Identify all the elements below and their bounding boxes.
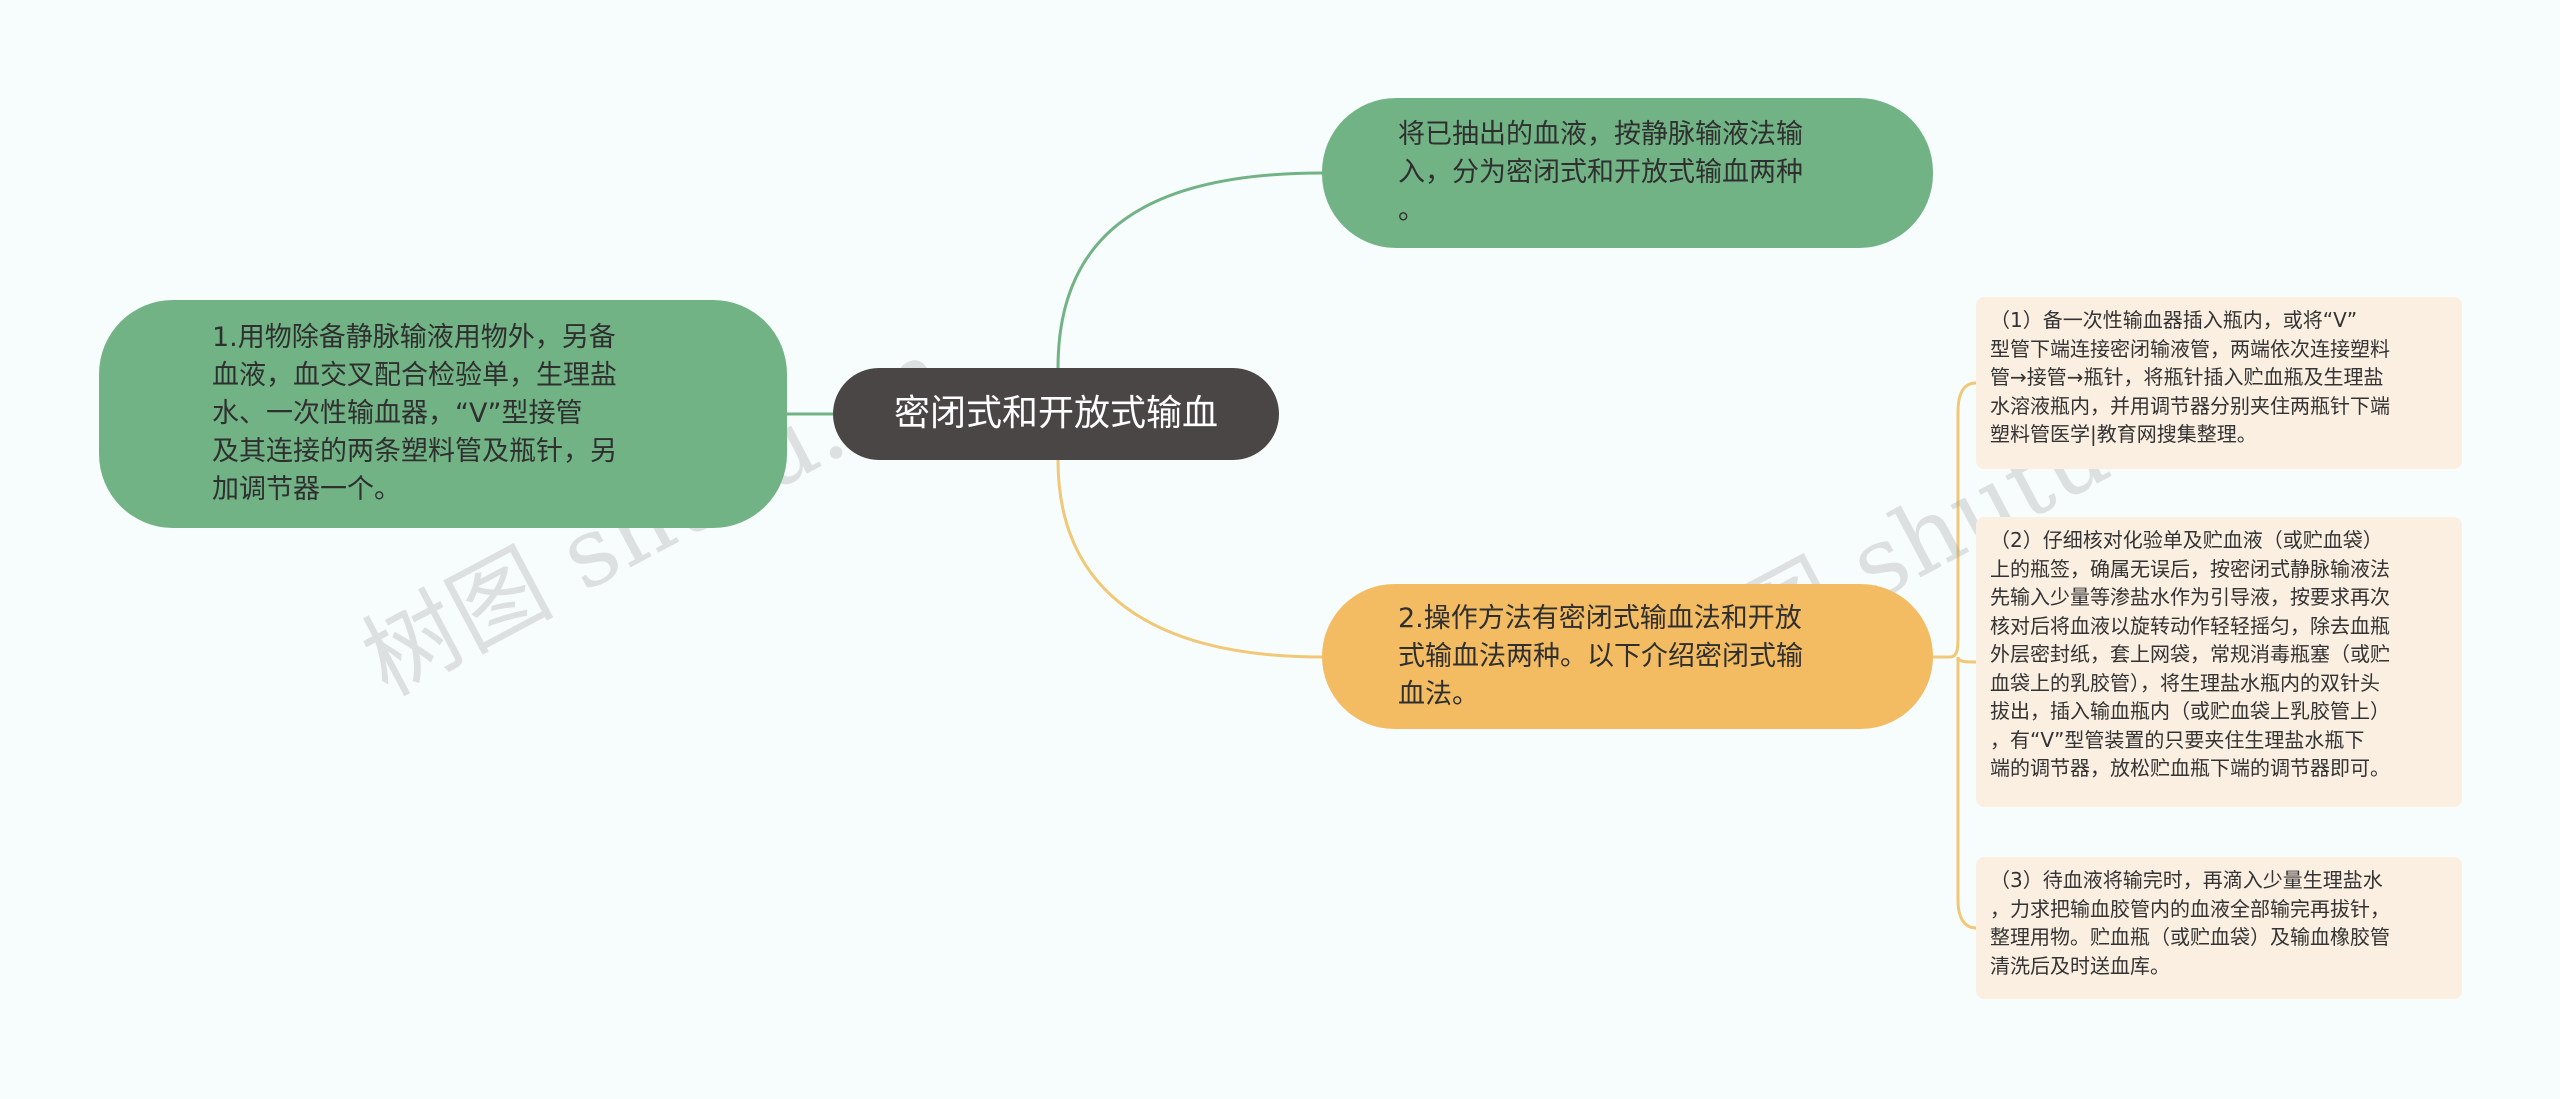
root-node-label: 密闭式和开放式输血 <box>893 393 1218 434</box>
step-card-text: （3）待血液将输完时，再滴入少量生理盐水 ，力求把输血胶管内的血液全部输完再拔针… <box>1990 868 2390 978</box>
node-right-methods[interactable]: 2.操作方法有密闭式输血法和开放 式输血法两种。以下介绍密闭式输 血法。 <box>1322 584 1933 729</box>
step-card-1[interactable]: （1）备一次性输血器插入瓶内，或将“V” 型管下端连接密闭输液管，两端依次连接塑… <box>1976 297 2462 469</box>
root-node[interactable]: 密闭式和开放式输血 <box>833 368 1279 460</box>
step-card-text: （2）仔细核对化验单及贮血液（或贮血袋） 上的瓶签，确属无误后，按密闭式静脉输液… <box>1990 528 2390 780</box>
node-left-materials[interactable]: 1.用物除备静脉输液用物外，另备 血液，血交叉配合检验单，生理盐 水、一次性输血… <box>99 300 787 528</box>
connector-branch-children <box>1933 381 1977 930</box>
node-right-top-text: 将已抽出的血液，按静脉输液法输 入，分为密闭式和开放式输血两种 。 <box>1398 119 1803 226</box>
node-right-bottom-text: 2.操作方法有密闭式输血法和开放 式输血法两种。以下介绍密闭式输 血法。 <box>1398 602 1803 710</box>
connector-root-top <box>1056 171 1323 369</box>
connector-root-bottom <box>1056 459 1323 659</box>
step-card-2[interactable]: （2）仔细核对化验单及贮血液（或贮血袋） 上的瓶签，确属无误后，按密闭式静脉输液… <box>1976 517 2462 807</box>
node-right-definition[interactable]: 将已抽出的血液，按静脉输液法输 入，分为密闭式和开放式输血两种 。 <box>1322 98 1933 248</box>
step-card-3[interactable]: （3）待血液将输完时，再滴入少量生理盐水 ，力求把输血胶管内的血液全部输完再拔针… <box>1976 857 2462 999</box>
step-card-text: （1）备一次性输血器插入瓶内，或将“V” 型管下端连接密闭输液管，两端依次连接塑… <box>1990 308 2390 446</box>
node-left-text: 1.用物除备静脉输液用物外，另备 血液，血交叉配合检验单，生理盐 水、一次性输血… <box>212 322 617 505</box>
